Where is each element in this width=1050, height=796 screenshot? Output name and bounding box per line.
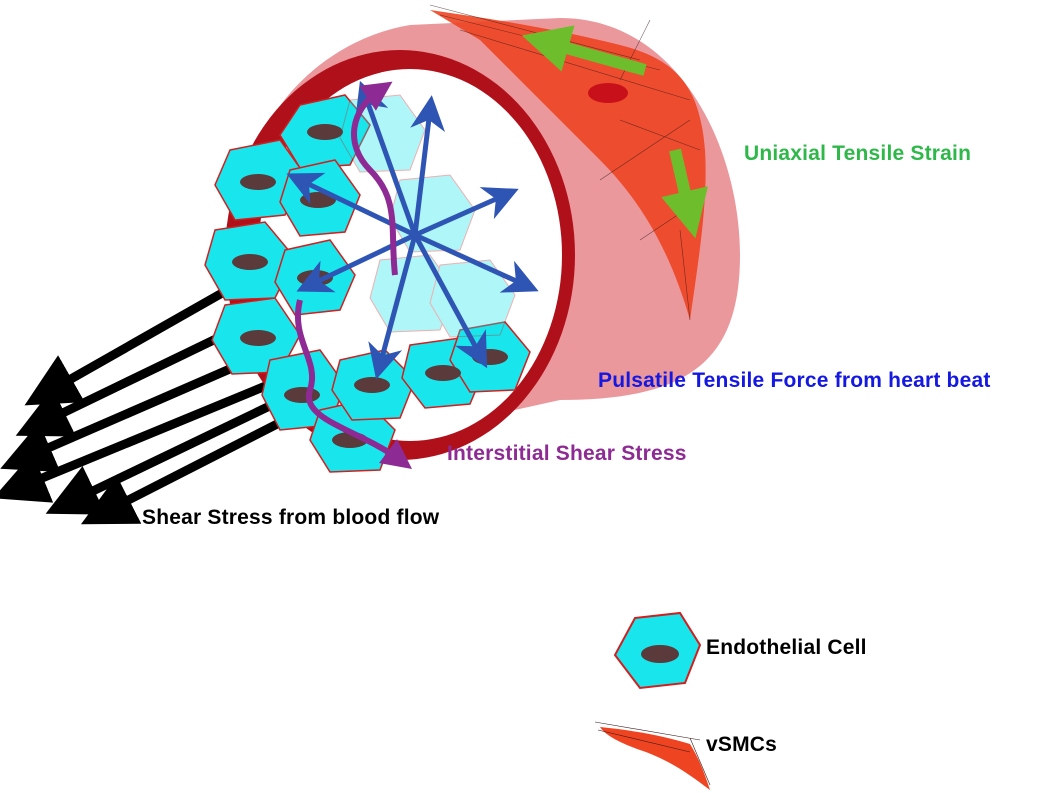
legend-endothelial-cell-label: Endothelial Cell (706, 636, 867, 659)
legend-vsmcs-label: vSMCs (706, 733, 778, 756)
pulsatile-force-arrows (286, 80, 539, 380)
uniaxial-strain-arrows (521, 25, 708, 239)
vsmc-nucleus (588, 83, 628, 103)
interstitial-shear-arrows (295, 81, 413, 469)
legend-endothelial-icon (613, 611, 702, 690)
pulsatile-tensile-force-label: Pulsatile Tensile Force from heart beat (598, 369, 991, 392)
interstitial-shear-stress-label: Interstitial Shear Stress (447, 442, 687, 465)
legend (594, 611, 711, 790)
uniaxial-tensile-strain-label: Uniaxial Tensile Strain (744, 142, 972, 165)
blood-flow-shear-stress-label: Shear Stress from blood flow (142, 506, 440, 529)
legend-vsmc-icon (594, 721, 711, 790)
